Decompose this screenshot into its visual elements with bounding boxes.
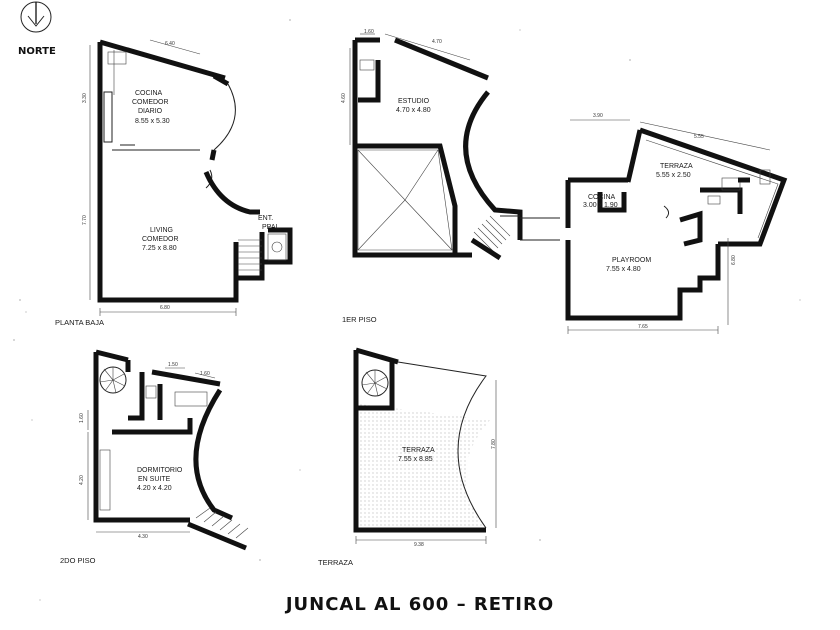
dimension-label: 9.38 [414, 542, 424, 548]
room-size: 3.00 x 1.90 [583, 202, 618, 209]
room-label: DORMITORIO [137, 467, 183, 474]
room-label: COCINA [135, 90, 163, 97]
dimension-label: 6.80 [160, 305, 170, 311]
room-label: LIVING [150, 227, 173, 234]
dimension-label: 3.30 [82, 93, 88, 103]
room-size: 5.55 x 2.50 [656, 172, 691, 179]
page-title: JUNCAL AL 600 – RETIRO [284, 594, 554, 615]
dimension-label: 1.60 [364, 29, 374, 35]
room-label: TERRAZA [402, 447, 435, 454]
floor-label: 2DO PISO [60, 556, 96, 565]
room-label: DIARIO [138, 108, 163, 115]
dimension-label: 4.30 [138, 534, 148, 540]
dimension-label: 4.70 [432, 39, 442, 45]
dimension-label: 6.80 [731, 255, 737, 265]
planta-baja-stairs [238, 233, 287, 271]
roof-skylight [357, 149, 453, 251]
dimension-label: 7.70 [82, 215, 88, 225]
room-size: 4.70 x 4.80 [396, 107, 431, 114]
room-size: 4.20 x 4.20 [137, 485, 172, 492]
dimension-label: 7.65 [638, 324, 648, 330]
compass-label: NORTE [18, 46, 56, 57]
dimension-label: 4.60 [341, 93, 347, 103]
planta-baja-plan [89, 39, 293, 316]
floor-label: 1ER PISO [342, 315, 377, 324]
room-label: EN SUITE [138, 476, 171, 483]
entrance-label: ENT. [258, 215, 273, 222]
dimension-label: 5.55 [694, 134, 704, 140]
room-label: TERRAZA [660, 163, 693, 170]
north-arrow-icon [20, 1, 52, 33]
spiral-stair-icon [99, 366, 127, 394]
room-label: COCINA [588, 194, 616, 201]
segundo-piso-stairs [187, 507, 249, 551]
room-label: ESTUDIO [398, 98, 430, 105]
primer-piso-stairs [470, 215, 520, 261]
room-label: PLAYROOM [612, 257, 651, 264]
dimension-label: 1.60 [79, 413, 85, 423]
dimension-label: 6.40 [165, 41, 175, 47]
dimension-label: 4.20 [79, 475, 85, 485]
room-size: 8.55 x 5.30 [135, 118, 170, 125]
dimension-label: 1.60 [200, 371, 210, 377]
spiral-stair-icon [361, 369, 389, 397]
dimension-label: 3.90 [593, 113, 603, 119]
floor-label: TERRAZA [318, 558, 353, 567]
room-label: COMEDOR [132, 99, 169, 106]
floor-label: PLANTA BAJA [55, 318, 104, 327]
room-size: 7.55 x 8.85 [398, 456, 433, 463]
terraza-plan [353, 347, 497, 544]
room-label: COMEDOR [142, 236, 179, 243]
dimension-label: 1.50 [168, 362, 178, 368]
dimension-label: 7.80 [491, 439, 497, 449]
room-size: 7.55 x 4.80 [606, 266, 641, 273]
segundo-piso-plan [87, 349, 249, 551]
scan-noise [13, 19, 801, 601]
room-size: 7.25 x 8.80 [142, 245, 177, 252]
primer-piso-plan [349, 33, 788, 334]
entrance-label: PPAL. [262, 224, 281, 231]
